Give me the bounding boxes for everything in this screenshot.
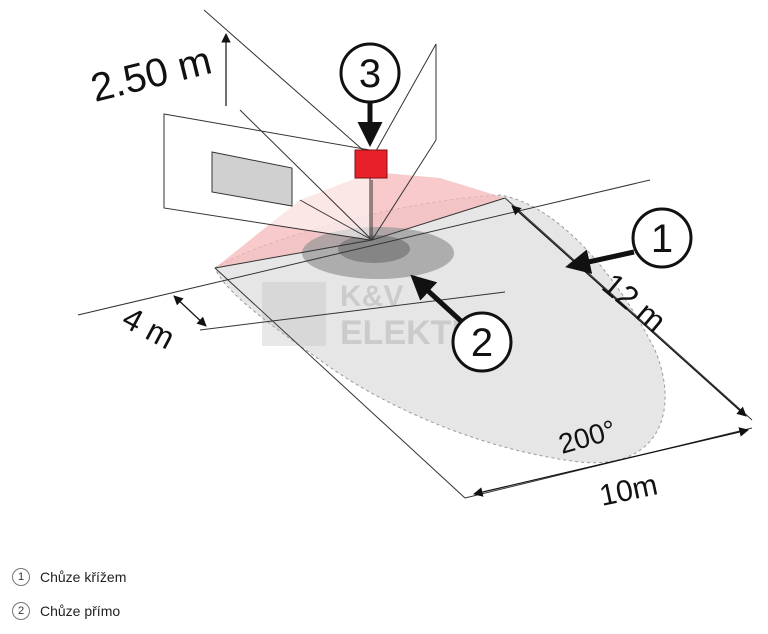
callout-2: 2 — [410, 274, 513, 373]
motion-sensor — [354, 149, 388, 179]
depth-dimension-arrow — [511, 205, 747, 417]
callout-3: 3 — [339, 42, 401, 147]
width-near-label: 4 m — [117, 299, 181, 356]
callout-1: 1 — [565, 207, 693, 274]
width-far-label: 10m — [597, 468, 661, 512]
legend-item: 2 Chůze přímo — [12, 600, 126, 622]
legend-label: Chůze přímo — [40, 603, 121, 619]
callout-1-number: 1 — [651, 217, 673, 261]
callout-2-number: 2 — [471, 321, 493, 365]
legend-marker: 1 — [12, 568, 30, 586]
legend: 1 Chůze křížem 2 Chůze přímo — [12, 566, 126, 634]
legend-item: 1 Chůze křížem — [12, 566, 126, 588]
detection-range-diagram: K&V ELEKTRO 2.50 m 4 m 12 m 10m 200° — [77, 9, 753, 513]
legend-label: Chůze křížem — [40, 569, 127, 585]
callout-3-number: 3 — [359, 52, 381, 96]
height-label: 2.50 m — [87, 38, 216, 110]
wall-window — [211, 151, 293, 207]
legend-marker: 2 — [12, 602, 30, 620]
width-near-dimension-arrow — [173, 295, 207, 327]
watermark-line-1: K&V — [340, 280, 403, 313]
width-far-dimension-arrow — [473, 427, 749, 497]
direct-walk-zone-inner — [338, 235, 410, 263]
